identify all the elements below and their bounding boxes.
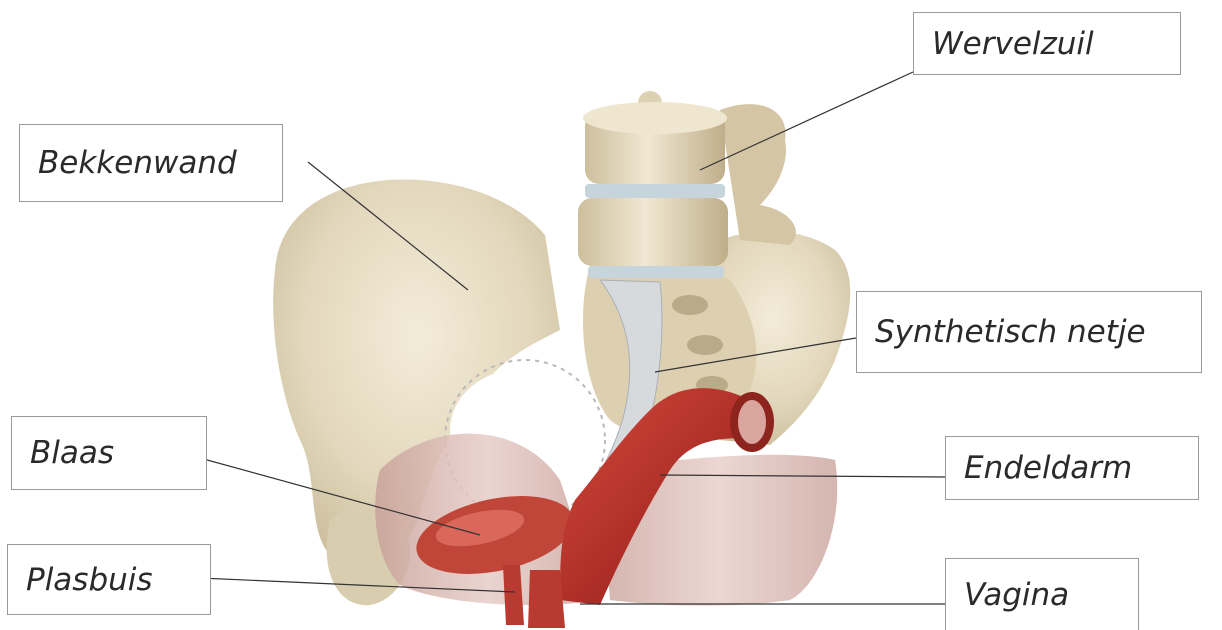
- label-vagina: Vagina: [945, 558, 1139, 630]
- label-bekkenwand: Bekkenwand: [19, 124, 283, 202]
- label-endeldarm: Endeldarm: [945, 436, 1199, 500]
- label-wervelzuil: Wervelzuil: [913, 12, 1181, 75]
- label-plasbuis: Plasbuis: [7, 544, 211, 615]
- label-synthetisch-netje: Synthetisch netje: [856, 291, 1202, 373]
- label-blaas: Blaas: [11, 416, 207, 490]
